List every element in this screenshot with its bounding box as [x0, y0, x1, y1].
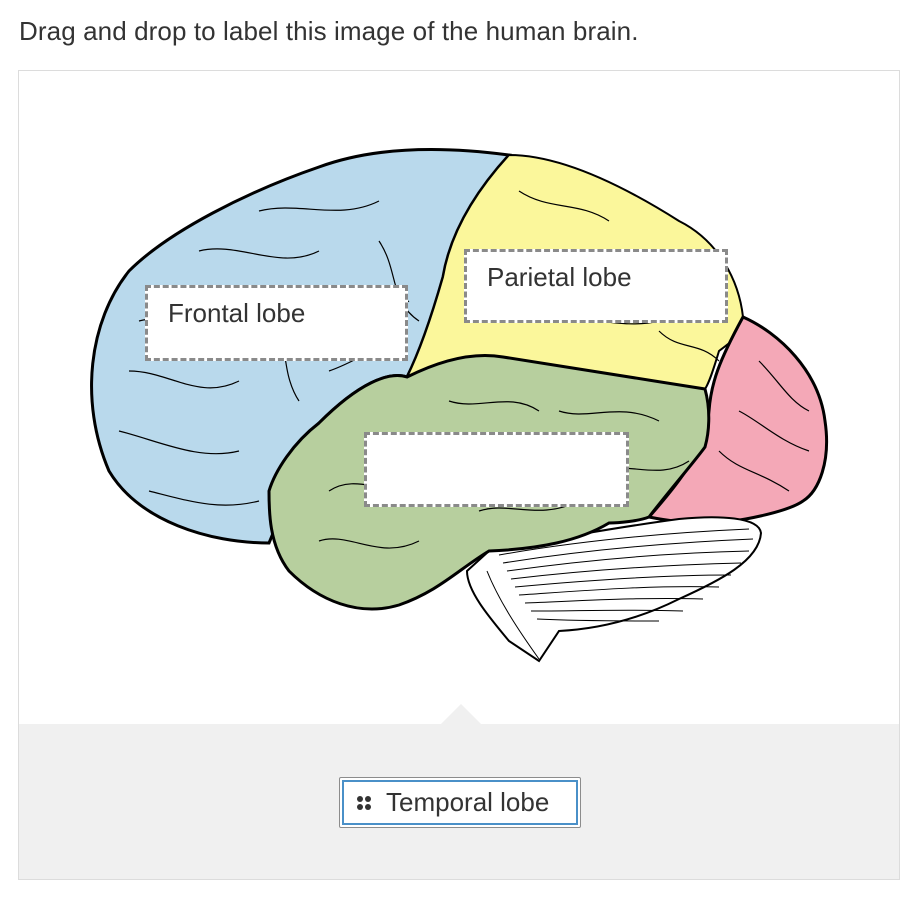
draggable-label-focus-ring: Temporal lobe: [342, 780, 578, 825]
question-prompt: Drag and drop to label this image of the…: [19, 16, 639, 46]
answer-tray: Temporal lobe: [19, 704, 899, 879]
cerebellum-striations: [486, 528, 754, 660]
drag-handle-icon: [357, 795, 371, 810]
brain-illustration: [90, 147, 829, 663]
lobe-boundary-dotted: [502, 356, 706, 390]
drop-zone-label: Frontal lobe: [168, 298, 306, 328]
tray-notch: [441, 704, 481, 724]
image-area: Frontal lobe Parietal lobe: [19, 71, 899, 724]
drag-drop-activity: Frontal lobe Parietal lobe Temporal lobe: [18, 70, 900, 880]
drop-zone-parietal[interactable]: Parietal lobe: [464, 249, 728, 323]
drop-zone-label: Parietal lobe: [487, 262, 632, 292]
draggable-label-temporal-lobe[interactable]: Temporal lobe: [339, 777, 581, 828]
draggable-label-text: Temporal lobe: [386, 787, 550, 817]
drop-zone-frontal[interactable]: Frontal lobe: [145, 285, 408, 361]
drop-zone-temporal[interactable]: [364, 432, 629, 507]
